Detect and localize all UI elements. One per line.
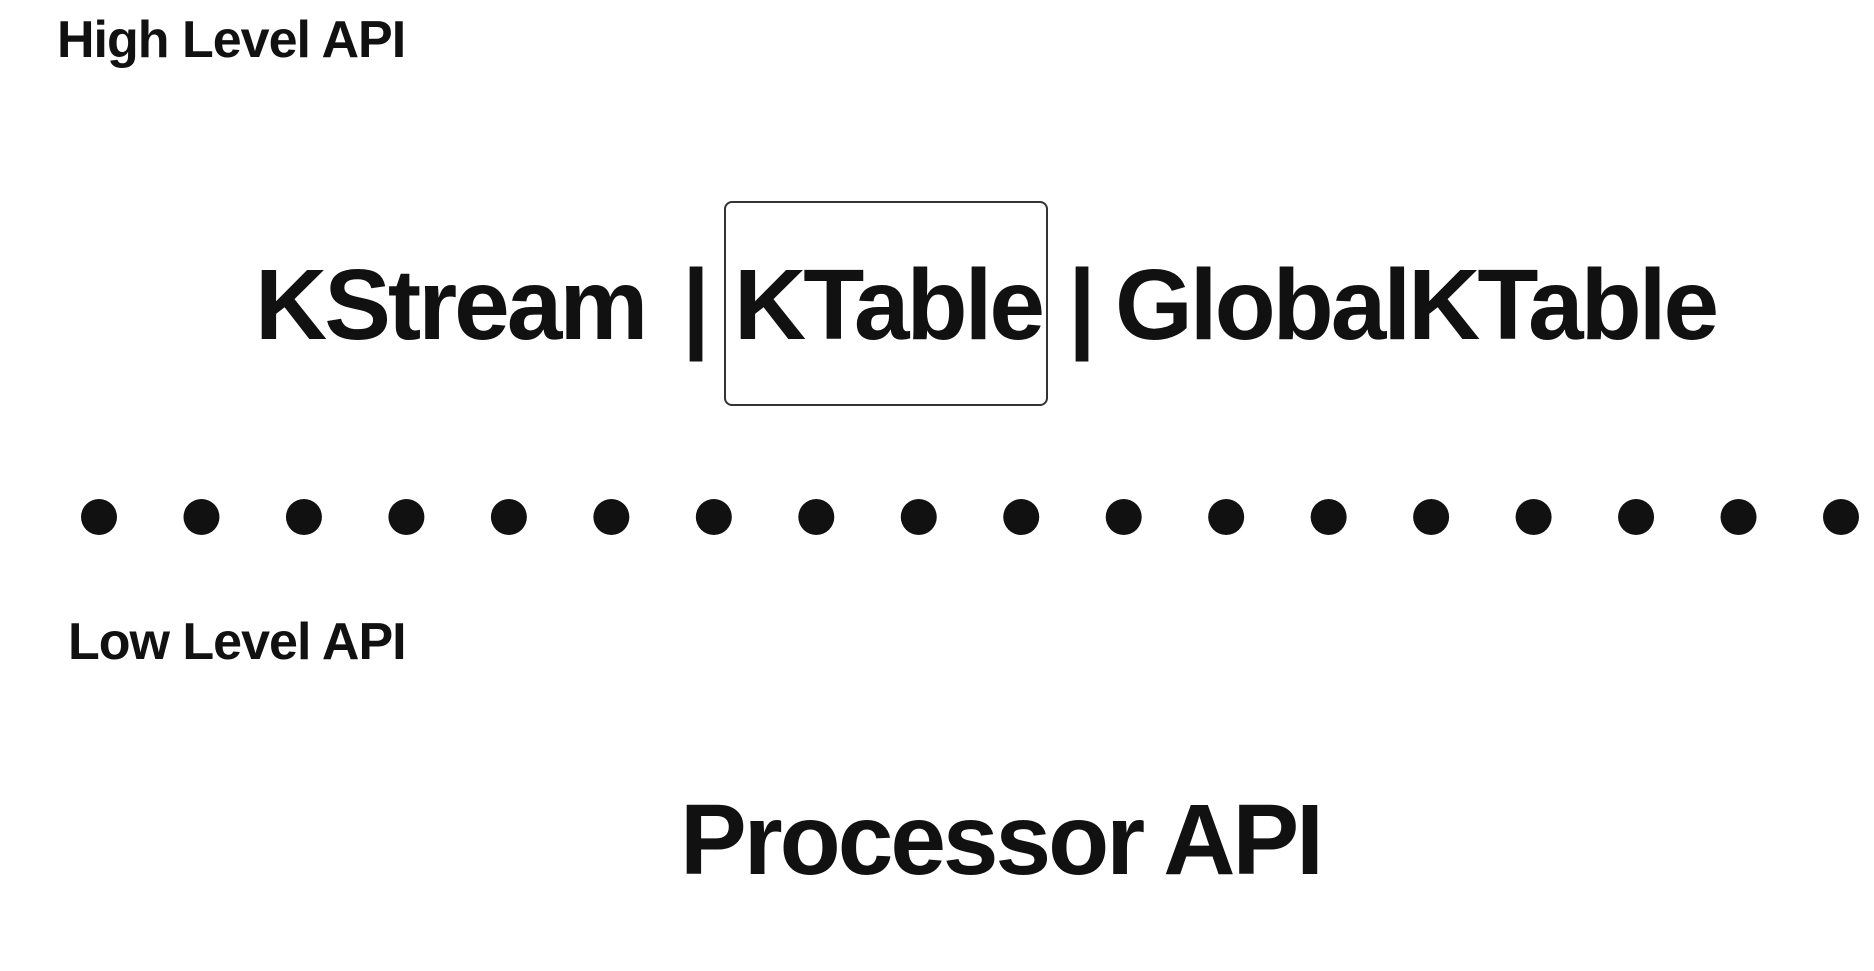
globalktable-label: GlobalKTable bbox=[1115, 249, 1719, 361]
kstream-label: KStream bbox=[255, 249, 648, 361]
high-level-api-row: KStream | KTable | GlobalKTable bbox=[0, 200, 1874, 410]
divider-dot bbox=[1105, 499, 1142, 535]
divider-dot bbox=[1208, 499, 1245, 535]
divider-dot bbox=[81, 499, 117, 535]
separator-1: | bbox=[682, 249, 710, 361]
divider-dot bbox=[1823, 499, 1859, 535]
divider-dot bbox=[1310, 499, 1347, 535]
divider-dot bbox=[1618, 499, 1655, 535]
divider-dot bbox=[1515, 499, 1552, 535]
divider-dot bbox=[695, 499, 732, 535]
low-level-api-label: Low Level API bbox=[68, 613, 407, 671]
ktable-label: KTable bbox=[734, 249, 1045, 361]
divider-dot bbox=[1413, 499, 1450, 535]
divider-dot bbox=[388, 499, 425, 535]
divider-dot bbox=[900, 499, 937, 535]
ktable-highlight-box bbox=[724, 201, 1048, 406]
divider-dot bbox=[1003, 499, 1040, 535]
separator-2: | bbox=[1068, 249, 1096, 361]
dotted-divider bbox=[81, 499, 1859, 535]
divider-dot bbox=[1720, 499, 1757, 535]
divider-dot bbox=[285, 499, 322, 535]
divider-dot bbox=[798, 499, 835, 535]
divider-dot bbox=[490, 499, 527, 535]
divider-dot bbox=[593, 499, 630, 535]
high-level-api-label: High Level API bbox=[57, 11, 406, 69]
processor-api-label: Processor API bbox=[680, 784, 1324, 896]
divider-dot bbox=[183, 499, 220, 535]
